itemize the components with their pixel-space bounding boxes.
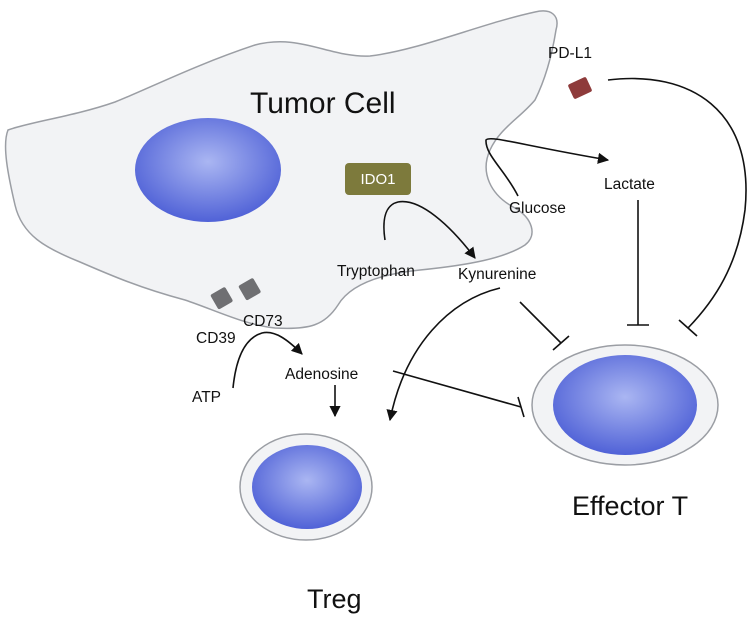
tumor-cell-body <box>4 10 558 330</box>
tryptophan-label: Tryptophan <box>337 263 415 280</box>
adenosine-label: Adenosine <box>285 366 358 383</box>
treg-label: Treg <box>307 584 362 614</box>
edge-pdl1-inhibits-effector-bar <box>678 319 698 337</box>
edge-kynurenine-inhibits-effector <box>519 301 562 344</box>
cd73-label: CD73 <box>243 313 283 330</box>
edge-tryptophan-to-kynurenine <box>383 200 476 259</box>
kynurenine-label: Kynurenine <box>458 266 536 283</box>
edge-kynurenine-inhibits-effector-bar <box>552 335 570 351</box>
cd73-receptor <box>238 278 261 301</box>
glucose-label: Glucose <box>509 200 566 217</box>
edge-kynurenine-to-treg <box>386 287 501 422</box>
atp-label: ATP <box>192 389 221 406</box>
edge-atp-to-adenosine <box>232 331 303 389</box>
pdl1-label: PD-L1 <box>548 45 592 62</box>
treg-nucleus <box>252 445 362 529</box>
edge-pdl1-inhibits-effector <box>607 77 747 329</box>
cd39-receptor <box>210 287 233 310</box>
edge-adenosine-inhibits-effector-bar <box>517 396 525 418</box>
ido1-label: IDO1 <box>360 171 395 188</box>
effector-t-nucleus <box>553 355 697 455</box>
edge-glucose-to-lactate <box>485 137 610 197</box>
tumor-nucleus <box>135 118 281 222</box>
cd39-label: CD39 <box>196 330 236 347</box>
effector-t-label: Effector T <box>572 491 688 521</box>
tumor-cell-label: Tumor Cell <box>250 87 396 120</box>
pdl1-receptor <box>568 77 592 99</box>
edge-adenosine-inhibits-effector <box>392 370 522 408</box>
ido1-box <box>345 163 411 195</box>
lactate-label: Lactate <box>604 176 655 193</box>
